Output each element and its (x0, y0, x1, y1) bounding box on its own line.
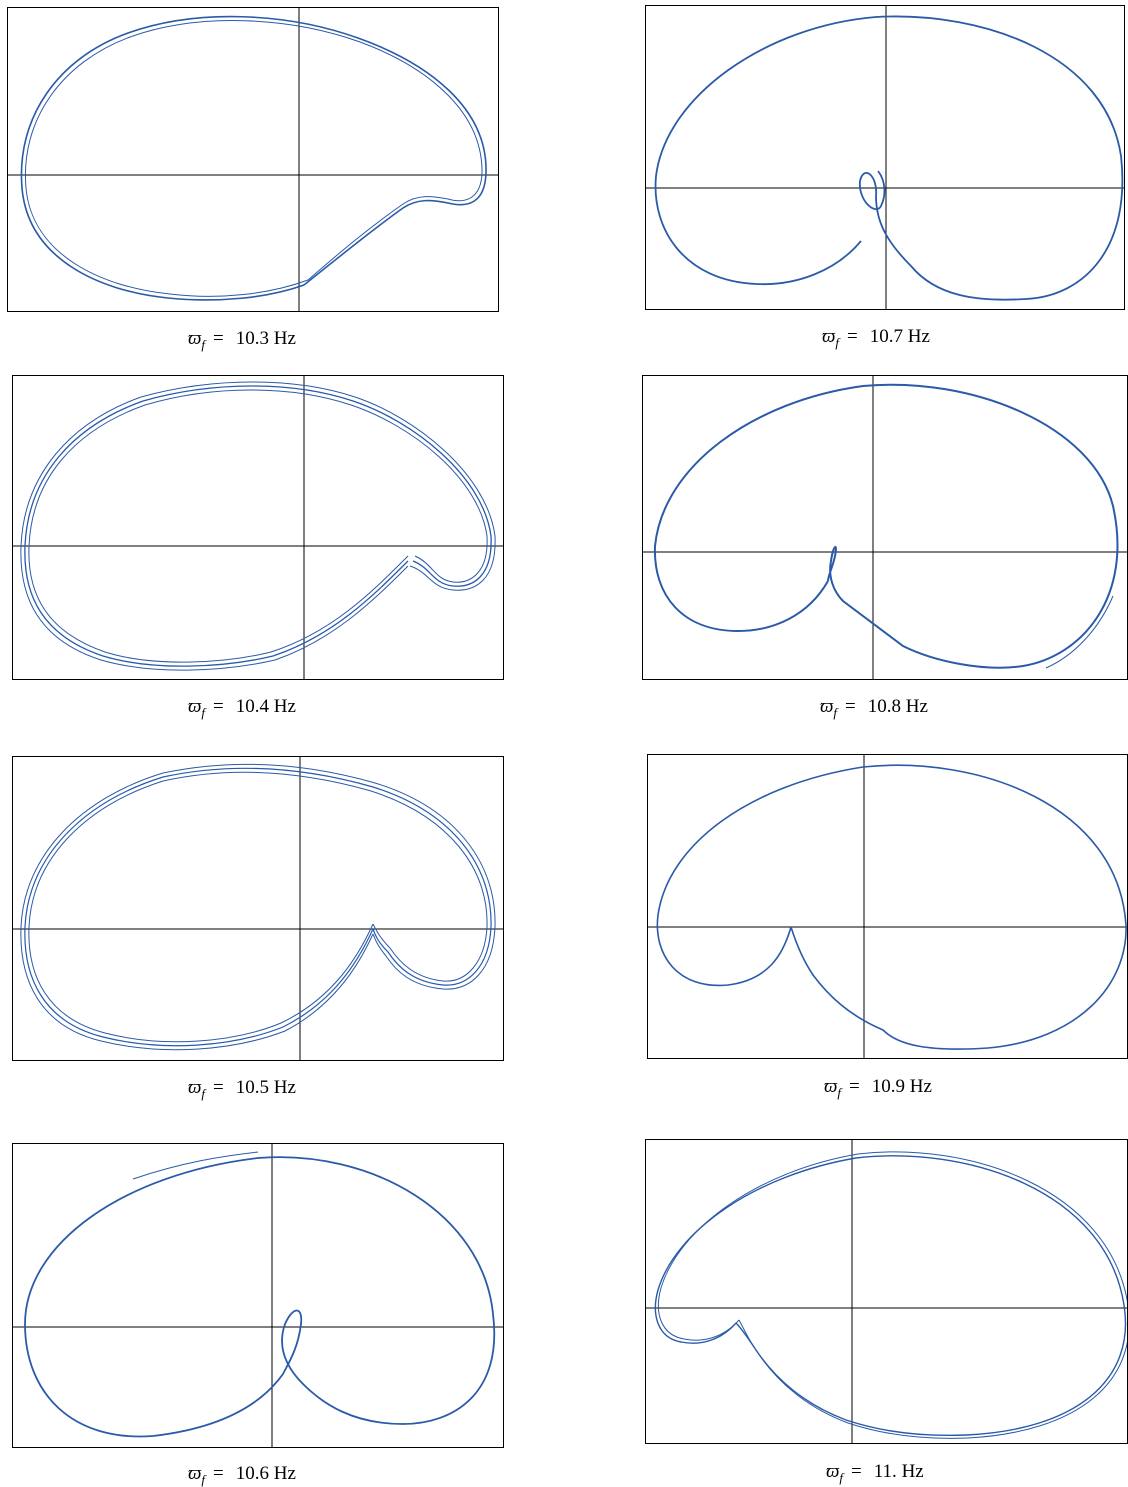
caption-10-6: ϖf=10.6 Hz (188, 1463, 296, 1487)
frequency-value: 10.6 (235, 1463, 270, 1484)
phase-plot-10-3 (8, 8, 498, 311)
trajectory-curve (28, 389, 488, 663)
omega-symbol: ϖ (188, 328, 202, 349)
unit: Hz (273, 1463, 296, 1484)
caption-10-3: ϖf=10.3 Hz (188, 328, 296, 352)
trajectory-curve (132, 1151, 259, 1180)
trajectory-curve (1045, 595, 1114, 669)
trajectory-curve (20, 763, 496, 1051)
phase-plot-10-9 (648, 755, 1127, 1058)
unit: Hz (273, 328, 296, 349)
frequency-value: 10.9 (871, 1076, 906, 1097)
trajectory-curve (654, 15, 1124, 301)
trajectory-curve (20, 381, 496, 671)
caption-11: ϖf=11. Hz (826, 1461, 924, 1485)
caption-10-9: ϖf=10.9 Hz (824, 1076, 932, 1100)
caption-10-7: ϖf=10.7 Hz (822, 326, 930, 350)
unit: Hz (909, 1076, 932, 1097)
frequency-value: 10.7 (869, 326, 904, 347)
omega-symbol: ϖ (188, 1077, 202, 1098)
frequency-value: 11. (873, 1461, 897, 1482)
plot-frame-10-8 (642, 375, 1128, 680)
caption-10-5: ϖf=10.5 Hz (188, 1077, 296, 1101)
caption-10-8: ϖf=10.8 Hz (820, 696, 928, 720)
plot-frame-11 (645, 1139, 1128, 1444)
trajectory-curve (657, 1151, 1127, 1439)
phase-plot-10-6 (13, 1144, 503, 1447)
phase-plot-10-5 (13, 757, 503, 1060)
unit: Hz (273, 1077, 296, 1098)
frequency-value: 10.8 (867, 696, 902, 717)
phase-plot-10-7 (646, 6, 1124, 309)
frequency-value: 10.5 (235, 1077, 270, 1098)
omega-symbol: ϖ (824, 1076, 838, 1097)
unit: Hz (901, 1461, 924, 1482)
omega-symbol: ϖ (188, 1463, 202, 1484)
trajectory-curve (28, 771, 488, 1043)
omega-symbol: ϖ (188, 696, 202, 717)
trajectory-curve (654, 1155, 1127, 1437)
omega-symbol: ϖ (820, 696, 834, 717)
unit: Hz (905, 696, 928, 717)
plot-frame-10-3 (7, 7, 499, 312)
omega-symbol: ϖ (826, 1461, 840, 1482)
trajectory-curve (24, 767, 492, 1047)
frequency-value: 10.3 (235, 328, 270, 349)
omega-symbol: ϖ (822, 326, 836, 347)
unit: Hz (273, 696, 296, 717)
trajectory-curve (24, 20, 483, 297)
plot-frame-10-5 (12, 756, 504, 1061)
plot-frame-10-9 (647, 754, 1128, 1059)
caption-10-4: ϖf=10.4 Hz (188, 696, 296, 720)
plot-frame-10-7 (645, 5, 1125, 310)
phase-plot-10-8 (643, 376, 1127, 679)
trajectory-curve (24, 1156, 496, 1438)
trajectory-curve (653, 383, 1119, 669)
plot-frame-10-6 (12, 1143, 504, 1448)
phase-plot-11 (646, 1140, 1127, 1443)
plot-frame-10-4 (12, 375, 504, 680)
unit: Hz (907, 326, 930, 347)
phase-plot-10-4 (13, 376, 503, 679)
trajectory-curve (20, 15, 487, 301)
frequency-value: 10.4 (235, 696, 270, 717)
trajectory-curve (24, 385, 492, 667)
trajectory-curve (656, 764, 1127, 1050)
